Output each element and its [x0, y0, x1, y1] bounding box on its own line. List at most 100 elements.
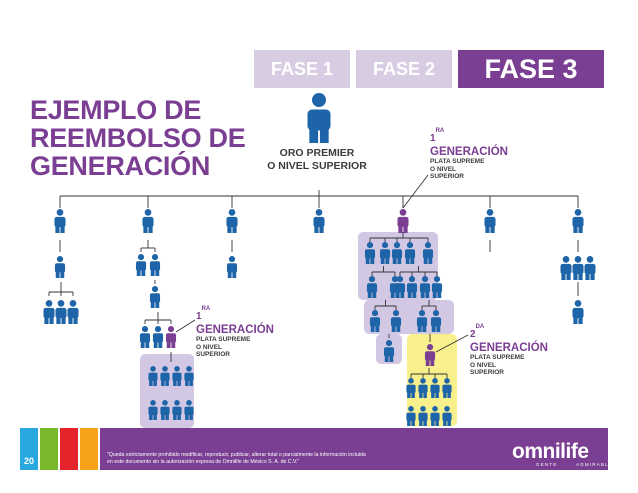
connector-line: [435, 334, 469, 353]
person-icon: [142, 209, 154, 233]
person-icon: [484, 209, 496, 233]
person-icon: [383, 340, 395, 362]
person-icon: [55, 300, 67, 324]
top-person-label-line-2: O NIVEL SUPERIOR: [267, 160, 367, 172]
person-icon: [442, 406, 452, 426]
gen-word: GENERACIÓN: [196, 324, 274, 336]
person-icon: [54, 255, 66, 278]
tagline-left: GENTE: [536, 462, 558, 467]
person-icon: [584, 255, 596, 280]
person-icon: [394, 276, 406, 298]
footer-band: [100, 428, 608, 470]
gen-number: 2: [470, 329, 476, 340]
person-icon: [165, 326, 177, 348]
person-icon: [406, 276, 418, 298]
person-icon: [391, 242, 403, 264]
person-icon: [442, 378, 452, 398]
person-icon: [369, 310, 381, 332]
person-icon: [226, 255, 238, 278]
person-icon: [43, 300, 55, 324]
person-icon: [572, 209, 584, 233]
person-icon: [172, 400, 182, 420]
gen-suffix: RA: [435, 128, 445, 134]
page-title: EJEMPLO DE REEMBOLSO DE GENERACIÓN: [30, 96, 250, 180]
person-icon: [406, 378, 416, 398]
person-icon: [149, 253, 161, 276]
phase-tab-1[interactable]: FASE 1: [254, 50, 350, 88]
gen-rank-3: SUPERIOR: [470, 369, 504, 376]
person-icon: [404, 242, 416, 264]
person-icon: [148, 366, 158, 386]
omnilife-logo: omnilife: [512, 440, 589, 464]
person-icon: [149, 286, 161, 308]
person-icon: [307, 93, 331, 143]
title-line-3: GENERACIÓN: [30, 151, 211, 181]
legal-notice: "Queda estrictamente prohibido modificar…: [107, 452, 437, 466]
phase-tab-1-label: FASE 1: [270, 58, 334, 79]
page-number: 20: [23, 456, 34, 466]
gen-number: 1: [196, 311, 202, 322]
person-icon: [184, 366, 194, 386]
gen-rank-1: PLATA SUPREME: [196, 336, 251, 343]
legal-line-1: "Queda estrictamente prohibido modificar…: [107, 452, 366, 458]
title-line-1: EJEMPLO DE: [30, 95, 202, 125]
second-generation-label: 2DA GENERACIÓN PLATA SUPREME O NIVEL SUP…: [470, 324, 548, 377]
person-icon: [313, 209, 325, 233]
person-icon: [397, 209, 409, 233]
phase-tab-3-active[interactable]: FASE 3: [458, 50, 604, 88]
person-icon: [160, 366, 170, 386]
person-icon: [572, 300, 584, 324]
person-icon: [184, 400, 194, 420]
connector-layer: [48, 174, 579, 378]
phase-tab-3-label: FASE 3: [484, 53, 578, 84]
person-icon: [139, 326, 151, 348]
person-icon: [364, 242, 376, 264]
gen-suffix: RA: [201, 306, 211, 312]
gen-number: 1: [430, 133, 436, 144]
person-icon: [419, 276, 431, 298]
logo-tagline: GENTE ADMIRABLE: [536, 462, 613, 467]
footer-color-bar-green: [40, 428, 58, 470]
highlight-layer: [140, 232, 457, 428]
gen-rank-1: PLATA SUPREME: [470, 354, 525, 361]
person-icon: [430, 406, 440, 426]
phase-tab-2-label: FASE 2: [372, 58, 436, 79]
gen-rank-2: O NIVEL: [470, 361, 497, 369]
person-icon: [418, 378, 428, 398]
gen-suffix: DA: [475, 324, 485, 330]
top-person-label-line-1: ORO PREMIER: [279, 147, 355, 159]
person-icon: [226, 209, 238, 233]
person-icon: [572, 255, 584, 280]
person-icon: [54, 209, 66, 233]
person-icon: [424, 344, 436, 366]
gen-rank-3: SUPERIOR: [430, 173, 464, 180]
person-icon: [416, 310, 428, 332]
title-line-2: REEMBOLSO DE: [30, 123, 246, 153]
person-icon: [148, 400, 158, 420]
first-generation-label-left: 1RA GENERACIÓN PLATA SUPREME O NIVEL SUP…: [196, 306, 274, 359]
person-icon: [430, 378, 440, 398]
person-icon: [431, 276, 443, 298]
person-icon: [152, 326, 164, 348]
connector-line: [175, 319, 196, 333]
person-icon: [422, 242, 434, 264]
logo-text: omnilife: [512, 440, 589, 463]
gen-rank-3: SUPERIOR: [196, 351, 230, 358]
person-icon: [160, 400, 170, 420]
footer-color-bar-red: [60, 428, 78, 470]
person-icon: [135, 253, 147, 276]
gen-rank-1: PLATA SUPREME: [430, 158, 485, 165]
person-icon: [379, 242, 391, 264]
person-icon: [406, 406, 416, 426]
person-icon: [172, 366, 182, 386]
footer-color-bar-blue: [20, 428, 38, 470]
highlight-box: [358, 232, 438, 300]
phase-tab-2[interactable]: FASE 2: [356, 50, 452, 88]
footer-color-bar-orange: [80, 428, 98, 470]
gen-word: GENERACIÓN: [430, 146, 508, 158]
gen-word: GENERACIÓN: [470, 342, 548, 354]
tagline-right: ADMIRABLE: [576, 462, 613, 467]
first-generation-label-right: 1RA GENERACIÓN PLATA SUPREME O NIVEL SUP…: [430, 128, 508, 181]
